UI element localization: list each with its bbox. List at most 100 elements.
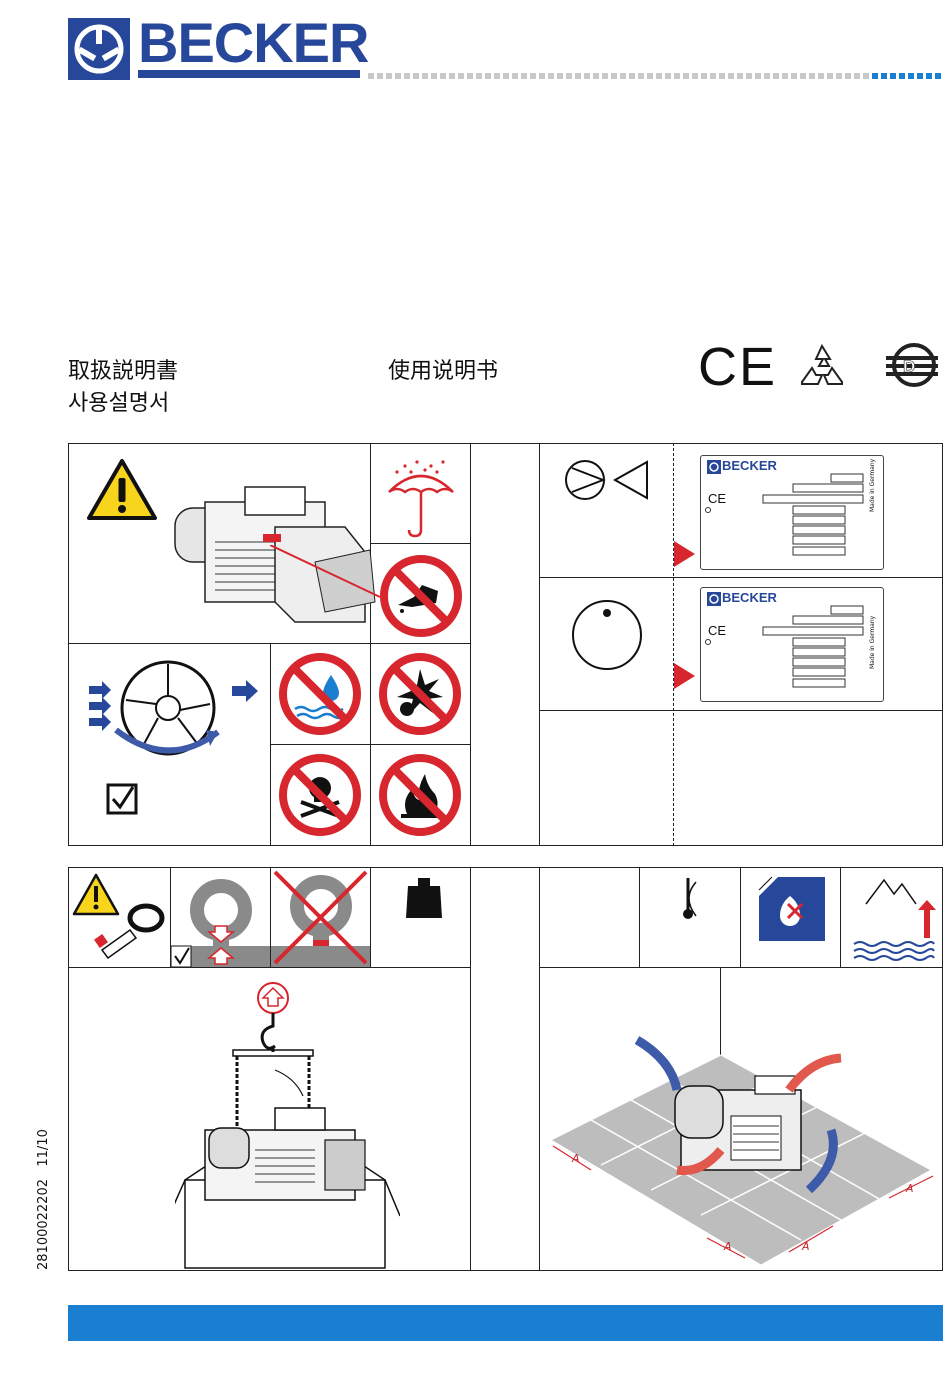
installation-illustration [541,1030,941,1270]
callout-line [270,545,390,605]
altitude-icon [852,874,936,962]
rule-dot [701,73,707,79]
rule-dot [386,73,392,79]
rule-dot [449,73,455,79]
rule-dot [683,73,689,79]
rule-dot [809,73,815,79]
rule-dot [872,73,878,79]
umbrella-icon [385,458,457,538]
footer-bar [68,1305,943,1341]
lifting-illustration [175,980,400,1270]
rule-dot [818,73,824,79]
rule-dot [764,73,770,79]
rule-dot [836,73,842,79]
nameplate-brand: BECKER [722,590,777,605]
warning-icon [86,458,158,522]
weight-icon [404,876,444,920]
rule-dot [620,73,626,79]
no-toxic-icon [277,752,363,838]
nameplate-fields [705,472,875,562]
pointer-arrow-icon [673,540,697,568]
nameplate-made-in: Made in Germany [869,459,876,512]
rule-dot [674,73,680,79]
rule-dot [485,73,491,79]
rule-dot [908,73,914,79]
brand-name: BECKER [138,12,368,74]
eyebolt-warning-icon [72,872,168,964]
rule-dot [404,73,410,79]
clearance-label: A [724,1240,732,1253]
recycle-icon [794,342,850,392]
rule-dot [665,73,671,79]
rule-dot [917,73,923,79]
rule-dot [521,73,527,79]
rule-dot [638,73,644,79]
rule-dot [539,73,545,79]
nameplate-made-in: Made in Germany [869,616,876,669]
nameplate-brand: BECKER [722,458,777,473]
eyebolt-wrong-icon [271,868,370,967]
rule-dot [467,73,473,79]
clearance-label: A [572,1152,580,1165]
brand-underline [138,70,360,78]
thermometer-icon [674,876,706,922]
no-flammable-icon [377,752,463,838]
rule-dot [512,73,518,79]
title-chinese: 使用说明书 [388,358,498,386]
rule-dot [800,73,806,79]
nameplate-fields [705,604,875,694]
rule-dot [611,73,617,79]
rule-dot [773,73,779,79]
rule-dot [656,73,662,79]
checkbox-checked-icon [106,783,138,815]
rule-dot [881,73,887,79]
rule-dot [755,73,761,79]
rule-dot [629,73,635,79]
rule-dot [422,73,428,79]
header-dotted-rule [368,72,943,80]
rule-dot [395,73,401,79]
rule-dot [548,73,554,79]
rule-dot [368,73,374,79]
document-number: 28100022202 11/10 [36,1129,51,1270]
rule-dot [890,73,896,79]
dial-symbol-icon [570,598,644,672]
no-explosive-icon [377,651,463,737]
rule-dot [593,73,599,79]
rule-dot [692,73,698,79]
rule-dot [647,73,653,79]
rule-dot [935,73,941,79]
rule-dot [584,73,590,79]
certification-icon: D [884,342,940,388]
rule-dot [530,73,536,79]
rule-dot [710,73,716,79]
rule-dot [746,73,752,79]
rule-dot [863,73,869,79]
clearance-label: A [906,1182,914,1195]
rule-dot [566,73,572,79]
pointer-arrow-icon [673,662,697,690]
clearance-label: A [802,1240,810,1253]
rule-dot [719,73,725,79]
no-liquid-icon [277,651,363,737]
rule-dot [845,73,851,79]
rule-dot [926,73,932,79]
rule-dot [791,73,797,79]
becker-logo-mark [68,18,130,80]
rule-dot [431,73,437,79]
svg-text:D: D [903,357,915,376]
rule-dot [458,73,464,79]
rule-dot [602,73,608,79]
rule-dot [575,73,581,79]
rule-dot [827,73,833,79]
eyebolt-correct-icon [171,868,270,967]
rule-dot [782,73,788,79]
title-korean: 사용설명서 [68,390,169,418]
rule-dot [440,73,446,79]
pump-symbol-icon [563,458,651,504]
no-lubrication-icon [378,553,464,639]
rule-dot [503,73,509,79]
rule-dot [854,73,860,79]
rule-dot [413,73,419,79]
airflow-diagram [86,660,261,770]
